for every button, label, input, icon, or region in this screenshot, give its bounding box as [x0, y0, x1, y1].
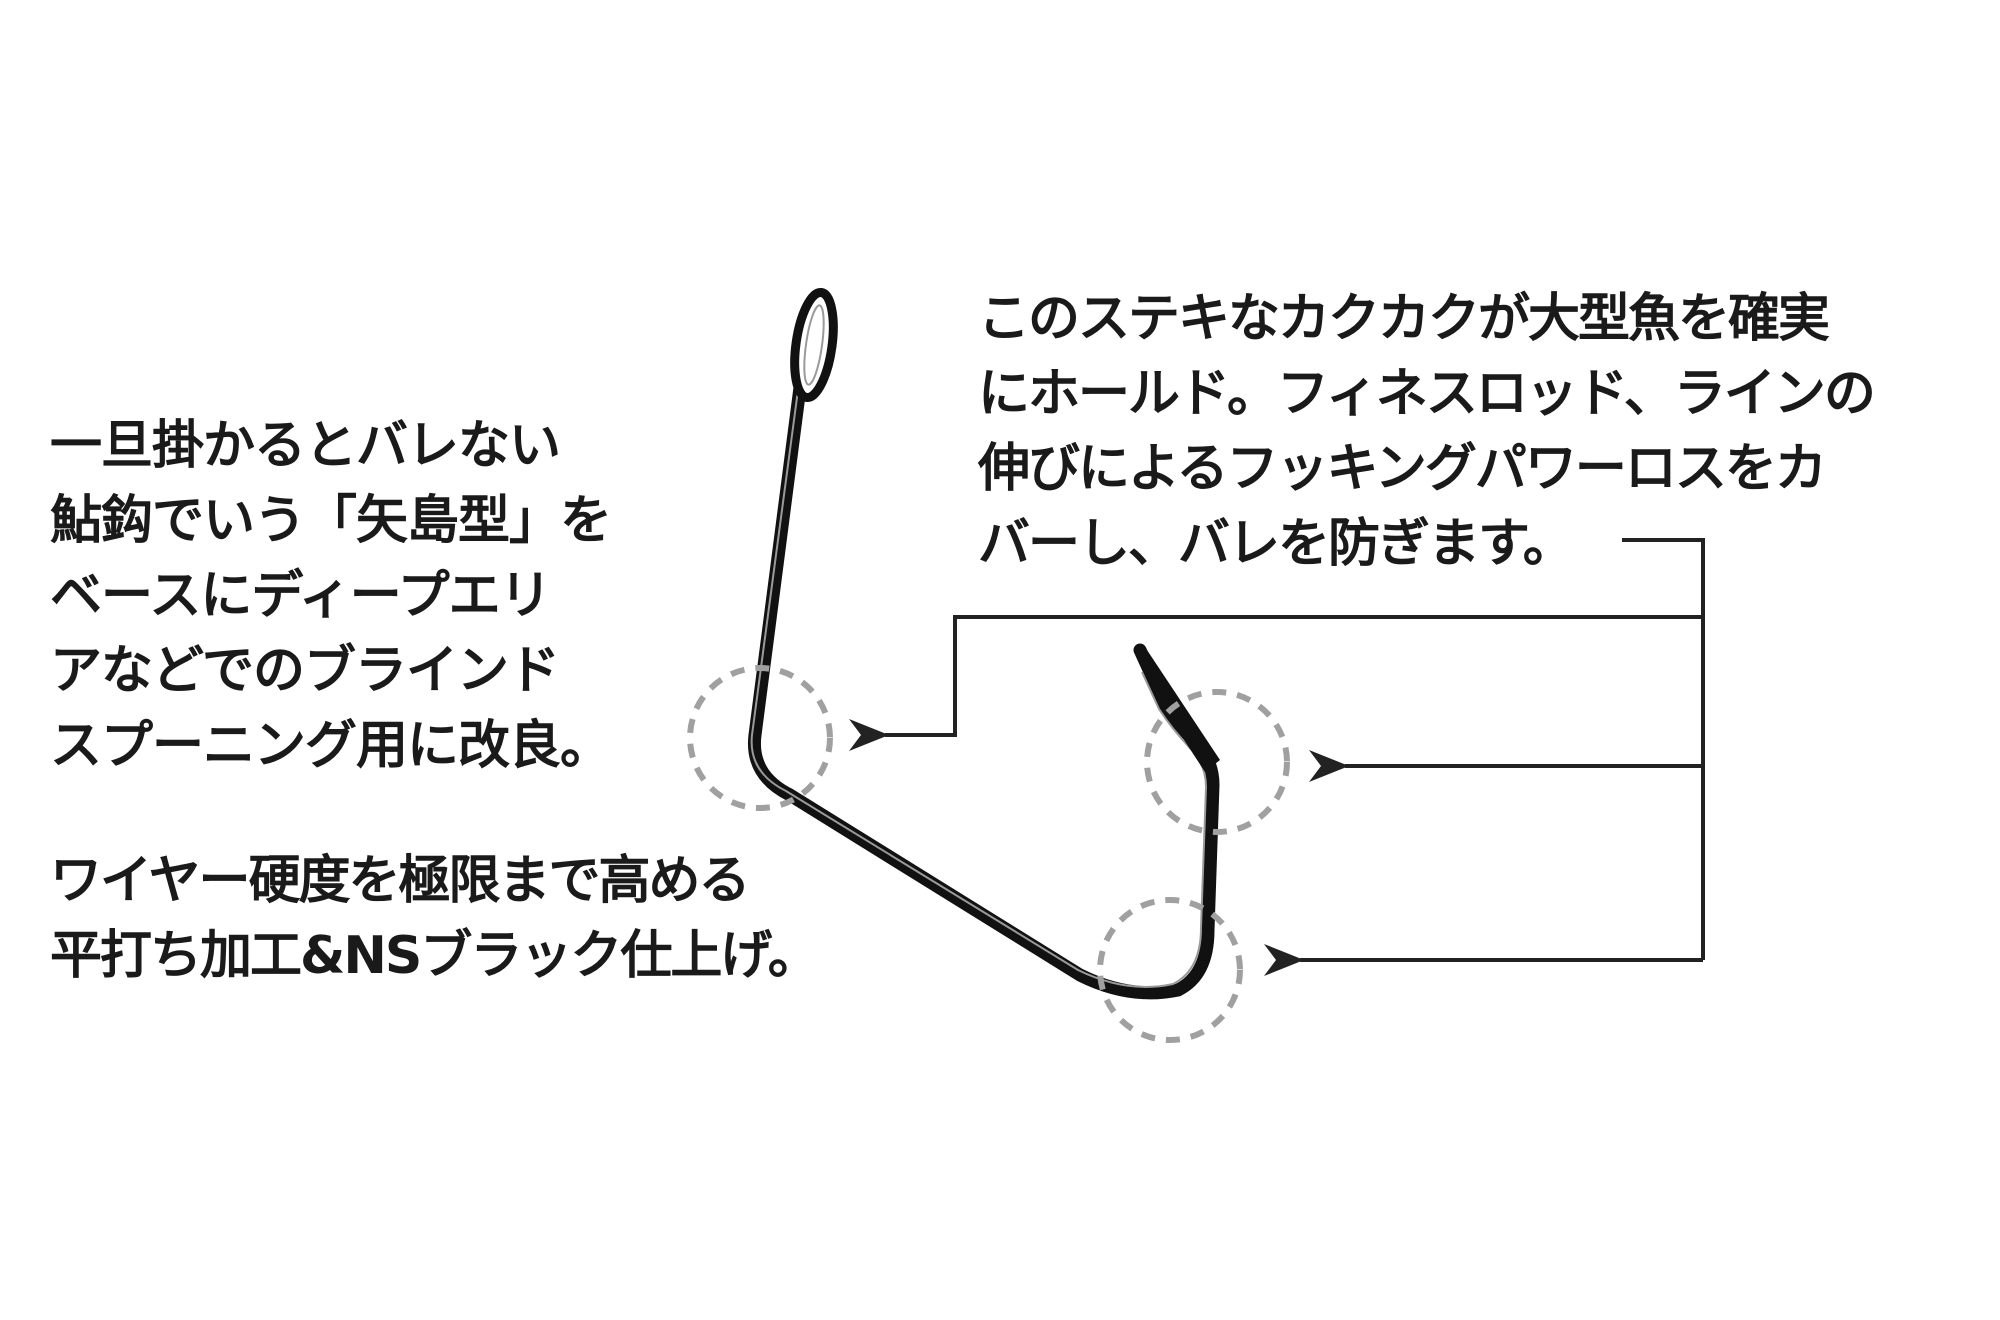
callout-grip-description: このステキなカクカクが大型魚を確実 にホールド。フィネスロッド、ラインの 伸びに…	[978, 282, 1876, 582]
callout-line: スプーニング用に改良。	[50, 716, 612, 776]
dashed-circle-marker-bottom-bend	[1097, 897, 1243, 1043]
callout-line: ベースにディープエリ	[50, 566, 552, 626]
callout-line: 平打ち加工&NSブラック仕上げ。	[50, 926, 820, 986]
dashed-circle-marker-point	[1144, 689, 1290, 835]
leader-lines	[849, 538, 1705, 976]
fishing-hook-icon	[747, 287, 1220, 1000]
callout-line: 伸びによるフッキングパワーロスをカ	[978, 439, 1827, 499]
callout-line: 一旦掛かるとバレない	[50, 416, 561, 476]
callout-shape-origin: 一旦掛かるとバレない 鮎鈎でいう「矢島型」を ベースにディープエリ アなどでのブ…	[50, 409, 612, 784]
dashed-circle-marker-shank-bend	[687, 665, 833, 811]
callout-line: ワイヤー硬度を極限まで高める	[50, 851, 750, 911]
callout-line: アなどでのブラインド	[50, 641, 560, 701]
callout-wire-finish: ワイヤー硬度を極限まで高める 平打ち加工&NSブラック仕上げ。	[50, 844, 820, 994]
callout-line: にホールド。フィネスロッド、ラインの	[978, 364, 1876, 424]
callout-line: このステキなカクカクが大型魚を確実	[978, 289, 1830, 349]
callout-line: 鮎鈎でいう「矢島型」を	[50, 491, 612, 551]
leader-line-from-text	[1622, 538, 1705, 960]
leader-line-shank-bend	[849, 615, 1703, 751]
callout-line: バーし、バレを防ぎます。	[978, 514, 1575, 574]
